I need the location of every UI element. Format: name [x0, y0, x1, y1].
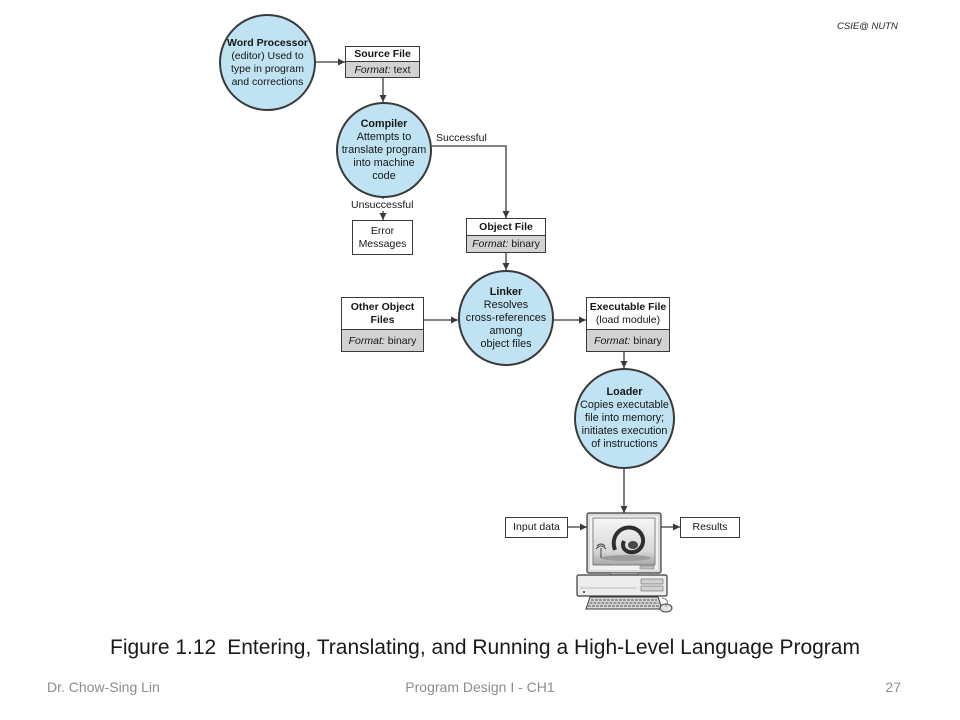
successful-edge-label: Successful — [436, 132, 487, 144]
executable-file-box: Executable File (load module) Format: bi… — [586, 297, 670, 352]
word-processor-desc-line: (editor) Used to — [231, 49, 304, 62]
loader-desc-line: of instructions — [591, 438, 658, 450]
source-file-name-text: Source File — [354, 47, 411, 60]
format-label: Format: — [348, 334, 385, 347]
figure-caption: Figure 1.12 Entering, Translating, and Ru… — [110, 636, 860, 660]
object-file-format: Format: binary — [467, 235, 545, 252]
linker-desc-line: cross-references — [465, 311, 547, 324]
footer-author: Dr. Chow-Sing Lin — [47, 679, 160, 695]
source-file-box: Source File Format: text — [345, 46, 420, 78]
arrow-compiler-to-object-file — [432, 145, 510, 218]
executable-file-note: (load module) — [595, 313, 661, 326]
other-object-files-name-line: Other Object — [350, 300, 415, 313]
object-file-name-text: Object File — [479, 220, 533, 233]
error-messages-line: Error — [370, 224, 395, 237]
org-tag: CSIE@ NUTN — [837, 21, 898, 32]
word-processor-desc-line: type in program — [231, 62, 304, 75]
format-label: Format: — [472, 238, 509, 250]
figure-number: Figure 1.12 — [110, 636, 217, 659]
error-messages-line: Messages — [358, 237, 407, 250]
screen-swirl — [611, 525, 646, 555]
screen-image — [595, 525, 651, 561]
executable-file-name-text: Executable File — [589, 300, 667, 313]
other-object-files-name-line: Files — [370, 313, 395, 326]
word-processor-title: Word Processor — [227, 36, 308, 49]
unsuccessful-edge-label: Unsuccessful — [350, 199, 415, 211]
executable-file-format: Format: binary — [587, 329, 669, 351]
error-messages-box: Error Messages — [352, 220, 413, 255]
input-data-box: Input data — [505, 517, 568, 538]
footer-course-title: Program Design I - CH1 — [405, 679, 555, 695]
format-value: binary — [633, 334, 662, 347]
linker-desc-line: among — [489, 324, 523, 337]
loader-desc-line: Copies executable — [580, 399, 669, 411]
results-label: Results — [692, 521, 728, 533]
format-value: text — [393, 63, 411, 76]
linker-desc-line: Resolves — [483, 298, 529, 311]
input-data-label: Input data — [513, 521, 560, 533]
monitor-controls — [639, 565, 655, 570]
linker-title: Linker — [489, 285, 523, 298]
mouse-cord — [661, 597, 668, 605]
results-box: Results — [680, 517, 740, 538]
format-value: binary — [511, 238, 540, 250]
word-processor-desc-line: and corrections — [231, 75, 304, 88]
screen-tree-leaves — [595, 543, 607, 550]
loader-title: Loader — [606, 386, 643, 398]
compiler-desc-line: code — [372, 169, 396, 182]
linker-node: Linker Resolves cross-references among o… — [458, 270, 554, 366]
other-object-files-name: Other Object Files — [342, 298, 423, 329]
compiler-desc-line: Attempts to — [356, 130, 412, 143]
source-file-format: Format: text — [346, 61, 419, 77]
drive-bay-upper — [640, 578, 664, 585]
compiler-desc-line: into machine — [353, 156, 415, 169]
format-value: binary — [387, 334, 417, 347]
other-object-files-format: Format: binary — [342, 329, 423, 351]
executable-file-name: Executable File (load module) — [587, 298, 669, 329]
compiler-desc-line: translate program — [341, 143, 427, 156]
object-file-box: Object File Format: binary — [466, 218, 546, 253]
word-processor-node: Word Processor (editor) Used to type in … — [219, 14, 316, 111]
system-unit — [576, 574, 668, 597]
object-file-name: Object File — [467, 219, 545, 235]
screen-ground — [601, 555, 651, 561]
format-label: Format: — [354, 63, 391, 76]
drive-bay-lower — [640, 585, 664, 592]
compiler-node: Compiler Attempts to translate program i… — [336, 102, 432, 198]
loader-node: Loader Copies executable file into memor… — [574, 368, 675, 469]
linker-desc-line: object files — [480, 337, 532, 350]
figure-title: Entering, Translating, and Running a Hig… — [227, 636, 860, 659]
power-led — [582, 590, 586, 594]
compiler-title: Compiler — [360, 117, 408, 130]
format-label: Format: — [594, 334, 631, 347]
loader-desc-line: file into memory; — [584, 412, 665, 424]
source-file-name: Source File — [346, 47, 419, 61]
loader-desc-line: initiates execution — [581, 425, 668, 437]
other-object-files-box: Other Object Files Format: binary — [341, 297, 424, 352]
desktop-computer-icon — [576, 512, 673, 613]
slide-page-number: 27 — [885, 679, 901, 695]
screen-swirl-core — [628, 541, 638, 549]
